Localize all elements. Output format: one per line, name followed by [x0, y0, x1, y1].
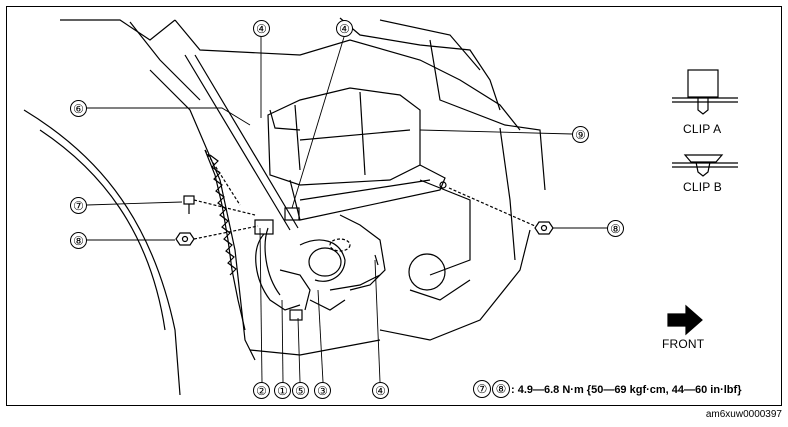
torque-ref-8: ⑧ — [492, 380, 510, 398]
leader-lines — [86, 36, 607, 383]
callout-4-bottom: ④ — [372, 382, 389, 399]
callout-9: ⑨ — [572, 126, 589, 143]
callout-2: ② — [253, 382, 270, 399]
callout-6: ⑥ — [70, 100, 87, 117]
callout-5: ⑤ — [292, 382, 309, 399]
clip-b-label: CLIP B — [683, 180, 722, 194]
callout-4-top-right: ④ — [336, 20, 353, 37]
fastener-paths — [193, 149, 536, 240]
callout-1: ① — [274, 382, 291, 399]
fastener-bolt-7 — [183, 195, 195, 214]
hood-stay — [184, 54, 299, 231]
front-arrow-icon — [667, 304, 703, 336]
clip-a-icon — [672, 69, 738, 115]
diagram-frame — [6, 6, 782, 406]
clip-b-icon — [672, 154, 738, 177]
body-panels — [174, 17, 546, 356]
callout-3: ③ — [314, 382, 331, 399]
callout-8-right: ⑧ — [607, 220, 624, 237]
torque-value: : 4.9—6.8 N·m {50—69 kgf·cm, 44—60 in·lb… — [511, 384, 742, 396]
image-code: am6xuw0000397 — [705, 409, 782, 420]
fastener-nut-8-left — [175, 232, 195, 246]
torque-ref-7: ⑦ — [473, 380, 491, 398]
clip-a-label: CLIP A — [683, 122, 722, 136]
callout-7: ⑦ — [70, 197, 87, 214]
washer-reservoir — [267, 87, 447, 291]
hub — [408, 253, 471, 301]
washer-pump-hoses — [254, 207, 381, 321]
callout-4-top-left: ④ — [253, 20, 270, 37]
front-label: FRONT — [662, 337, 705, 351]
fender-arch — [23, 19, 256, 396]
fastener-nut-8-right — [534, 221, 554, 235]
callout-8-left: ⑧ — [70, 232, 87, 249]
